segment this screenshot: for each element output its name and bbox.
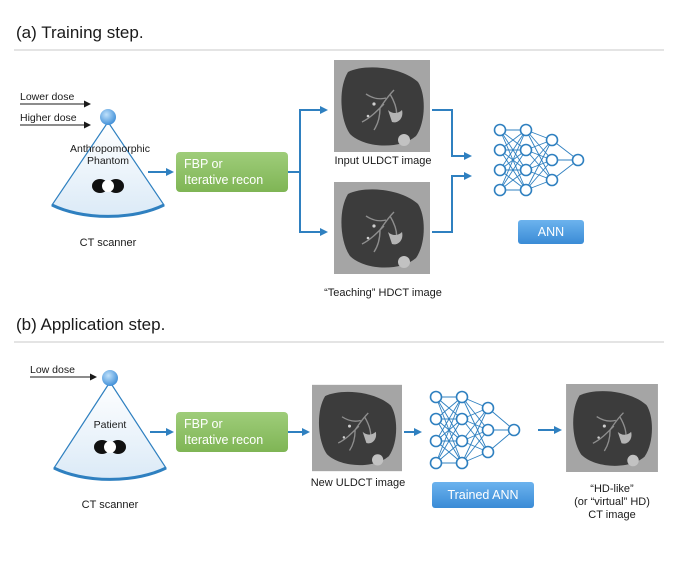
ann-node bbox=[493, 183, 507, 197]
ann-node bbox=[519, 143, 533, 157]
lower-dose-label: Lower dose bbox=[20, 91, 74, 103]
ann-node bbox=[455, 412, 469, 426]
application-title: (b) Application step. bbox=[16, 315, 165, 334]
ann-connection bbox=[499, 149, 527, 191]
phantom-label-line1: Anthropomorphic bbox=[70, 143, 150, 155]
training-recon-line1: FBP or bbox=[184, 157, 223, 171]
ann-node bbox=[545, 153, 559, 167]
ann-node bbox=[455, 456, 469, 470]
teaching-hdct-image bbox=[334, 182, 430, 274]
trained-ann-box: Trained ANN bbox=[432, 482, 534, 508]
training-ann-box: ANN bbox=[518, 220, 584, 244]
ann-connection bbox=[525, 139, 553, 171]
ann-node bbox=[429, 434, 443, 448]
ann-node bbox=[429, 456, 443, 470]
patient-icon bbox=[94, 440, 126, 454]
ann-node bbox=[545, 173, 559, 187]
teaching-hdct-label: “Teaching” HDCT image bbox=[324, 287, 442, 299]
ann-node bbox=[545, 133, 559, 147]
output-label-line3: CT image bbox=[588, 509, 635, 521]
ann-node bbox=[481, 423, 495, 437]
training-ann-network-icon bbox=[493, 123, 585, 197]
training-recon-line2: Iterative recon bbox=[184, 173, 263, 187]
application-recon-box: FBP or Iterative recon bbox=[176, 412, 288, 452]
ann-connection bbox=[525, 159, 553, 191]
ann-node bbox=[455, 434, 469, 448]
patient-label: Patient bbox=[94, 419, 127, 431]
training-recon-box: FBP or Iterative recon bbox=[176, 152, 288, 192]
ann-node bbox=[481, 445, 495, 459]
phantom-label-line2: Phantom bbox=[87, 155, 129, 167]
ann-node bbox=[493, 143, 507, 157]
detector-arc bbox=[51, 203, 165, 218]
recon-to-teaching-arrow bbox=[299, 172, 328, 236]
ann-node bbox=[429, 412, 443, 426]
ann-node bbox=[455, 390, 469, 404]
training-ann-label: ANN bbox=[538, 225, 564, 239]
input-uldct-image bbox=[334, 60, 430, 152]
xray-source-icon bbox=[100, 109, 116, 125]
application-scanner-label: CT scanner bbox=[82, 499, 139, 511]
ann-connection bbox=[461, 407, 489, 442]
ann-connection bbox=[499, 129, 527, 191]
hd-like-ct-image bbox=[566, 384, 658, 472]
output-label-line1: “HD-like” bbox=[590, 483, 634, 495]
trained-ann-label: Trained ANN bbox=[447, 488, 518, 502]
ann-connection bbox=[435, 396, 463, 442]
ann-node bbox=[519, 163, 533, 177]
ann-node bbox=[493, 163, 507, 177]
input-to-ann-arrow bbox=[432, 109, 472, 160]
ann-node bbox=[571, 153, 585, 167]
ann-connection bbox=[525, 139, 553, 191]
new-uldct-image bbox=[312, 384, 402, 472]
ann-node bbox=[519, 183, 533, 197]
new-uldct-label: New ULDCT image bbox=[311, 477, 406, 489]
ann-connection bbox=[461, 407, 489, 464]
xray-beam-cone bbox=[51, 120, 165, 217]
ann-connection bbox=[435, 396, 463, 464]
training-title: (a) Training step. bbox=[16, 23, 144, 42]
ann-node bbox=[481, 401, 495, 415]
trained-ann-network-icon bbox=[429, 390, 521, 470]
ann-connection bbox=[435, 418, 463, 464]
application-xray-source-icon bbox=[102, 370, 118, 386]
training-scanner-label: CT scanner bbox=[80, 237, 137, 249]
recon-to-input-arrow bbox=[288, 106, 328, 173]
ann-node bbox=[429, 390, 443, 404]
higher-dose-label: Higher dose bbox=[20, 112, 77, 124]
output-label-line2: (or “virtual” HD) bbox=[574, 496, 650, 508]
ann-connection bbox=[461, 429, 489, 464]
phantom-icon bbox=[92, 179, 124, 193]
application-detector-arc bbox=[53, 466, 167, 481]
teaching-to-ann-arrow bbox=[432, 172, 472, 233]
low-dose-label: Low dose bbox=[30, 364, 75, 376]
application-recon-line2: Iterative recon bbox=[184, 433, 263, 447]
input-uldct-label: Input ULDCT image bbox=[334, 155, 431, 167]
ann-connection bbox=[499, 129, 527, 171]
application-recon-line1: FBP or bbox=[184, 417, 223, 431]
ann-node bbox=[507, 423, 521, 437]
ann-node bbox=[519, 123, 533, 137]
ann-node bbox=[493, 123, 507, 137]
